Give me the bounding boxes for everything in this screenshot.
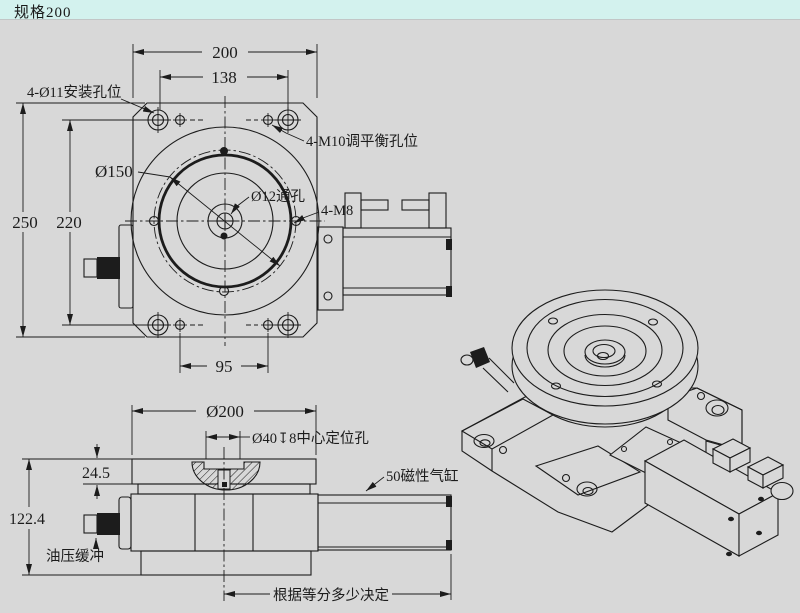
label-balance-holes: 4-M10调平衡孔位 [271, 124, 418, 150]
label-magnetic-cylinder: 50磁性气缸 [365, 467, 459, 492]
buffer-plug-tip [83, 258, 98, 278]
center-boss-section [191, 461, 261, 491]
dim-table-height: 24.5 [82, 444, 141, 499]
iso-buffer-plug [460, 347, 515, 393]
label-hydraulic-buffer: 油压缓冲 [46, 538, 104, 565]
dim-138-label: 138 [211, 68, 237, 87]
stroke-note-label: 根据等分多少决定 [273, 586, 389, 604]
iso-cylinder [608, 426, 794, 557]
dim-center-hole: Ø40↧8中心定位孔 [205, 430, 369, 459]
balance-holes-label: 4-M10调平衡孔位 [306, 133, 418, 150]
spec-title: 规格200 [14, 5, 72, 21]
label-through-hole: Ø12通孔 [230, 188, 305, 215]
dim-overall-height: 250 [12, 102, 145, 338]
buffer-plug-front [97, 513, 120, 535]
iso-turntable [511, 289, 699, 428]
top-view: 200 138 250 [12, 43, 452, 376]
dim-balance-span: 95 [179, 333, 269, 376]
buffer-plug-tip-front [83, 514, 98, 534]
balance-holes [173, 113, 275, 332]
dim-1224-label: 122.4 [9, 511, 45, 528]
dim-hole-span-x: 138 [159, 68, 289, 110]
label-tapped-holes: 4-M8 [293, 203, 353, 224]
dim-250-label: 250 [12, 213, 38, 232]
dim-220-label: 220 [56, 213, 82, 232]
dim-d150-label: Ø150 [95, 162, 133, 181]
left-end-cap [118, 224, 134, 309]
dim-245-label: 24.5 [82, 465, 110, 482]
center-hole-label: Ø40↧8中心定位孔 [252, 430, 369, 447]
spec-header: 规格200 [0, 0, 800, 21]
base-flange [140, 550, 312, 576]
dim-pitch-circle: Ø150 [95, 162, 281, 267]
magnetic-cylinder-label: 50磁性气缸 [386, 467, 459, 485]
dim-d200-label: Ø200 [206, 402, 244, 421]
body [130, 493, 319, 552]
through-hole-label: Ø12通孔 [251, 188, 305, 205]
dim-stroke-note: 根据等分多少决定 [224, 554, 452, 604]
dim-hole-span-y: 220 [56, 119, 146, 326]
left-cap [118, 496, 132, 550]
dim-overall-width: 200 [132, 43, 318, 98]
cylinder-bracket-plan [317, 192, 452, 311]
dim-total-height: 122.4 [9, 459, 45, 575]
isometric-view [460, 289, 794, 557]
buffer-plug-body [97, 257, 120, 279]
label-mount-holes: 4-Ø11安装孔位 [27, 84, 155, 114]
tapped-holes-label: 4-M8 [321, 203, 353, 219]
mounting-holes [145, 107, 301, 338]
magnetic-cylinder-front [317, 494, 452, 551]
dim-95-label: 95 [216, 357, 233, 376]
hydraulic-buffer-label: 油压缓冲 [46, 548, 104, 565]
dim-table-dia: Ø200 [131, 402, 317, 455]
top-view-plate [132, 102, 318, 338]
iso-front-tab [534, 445, 642, 496]
front-view: Ø200 Ø40↧8中心定位孔 24.5 122.4 [9, 402, 459, 604]
mount-holes-label: 4-Ø11安装孔位 [27, 84, 122, 101]
dim-200-label: 200 [212, 43, 238, 62]
